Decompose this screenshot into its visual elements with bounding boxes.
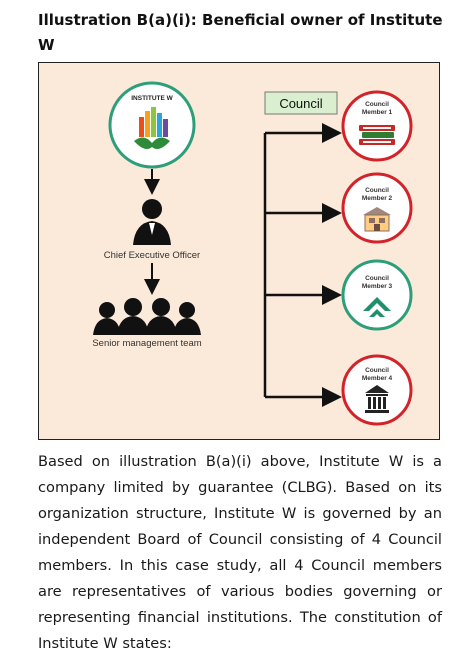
council-label: Council (279, 96, 322, 111)
member-1-line1: Council (365, 101, 389, 108)
team-label: Senior management team (92, 338, 201, 349)
member-3-line2: Member 3 (362, 283, 393, 290)
ownership-diagram: INSTITUTE W Chief Executive Officer (38, 62, 440, 440)
senior-team-icon (93, 298, 201, 335)
stacked-books-icon (359, 125, 395, 145)
description-paragraph: Based on illustration B(a)(i) above, Ins… (38, 453, 442, 652)
member-4-line1: Council (365, 367, 389, 374)
council-member-1: Council Member 1 (341, 90, 413, 162)
ceo-label: Chief Executive Officer (104, 250, 200, 261)
member-2-line1: Council (365, 187, 389, 194)
member-4-line2: Member 4 (362, 375, 393, 382)
institute-w-node: INSTITUTE W (108, 81, 196, 169)
member-2-line2: Member 2 (362, 195, 393, 202)
bank-pillars-icon (365, 385, 389, 413)
council-member-3: Council Member 3 (341, 259, 413, 331)
diagram-canvas: INSTITUTE W Chief Executive Officer (92, 81, 413, 426)
council-connectors (263, 123, 342, 407)
council-box: Council (264, 91, 338, 115)
green-chevron-logo-icon (363, 297, 391, 317)
shop-building-icon (363, 207, 391, 232)
member-1-line2: Member 1 (362, 109, 393, 116)
ceo-person-icon (133, 199, 171, 245)
illustration-heading: Illustration B(a)(i): Beneficial owner o… (38, 11, 443, 54)
council-member-4: Council Member 4 (341, 354, 413, 426)
council-member-2: Council Member 2 (341, 172, 413, 244)
institute-label: INSTITUTE W (131, 95, 173, 102)
member-3-line1: Council (365, 275, 389, 282)
institute-bars-icon (134, 107, 170, 149)
